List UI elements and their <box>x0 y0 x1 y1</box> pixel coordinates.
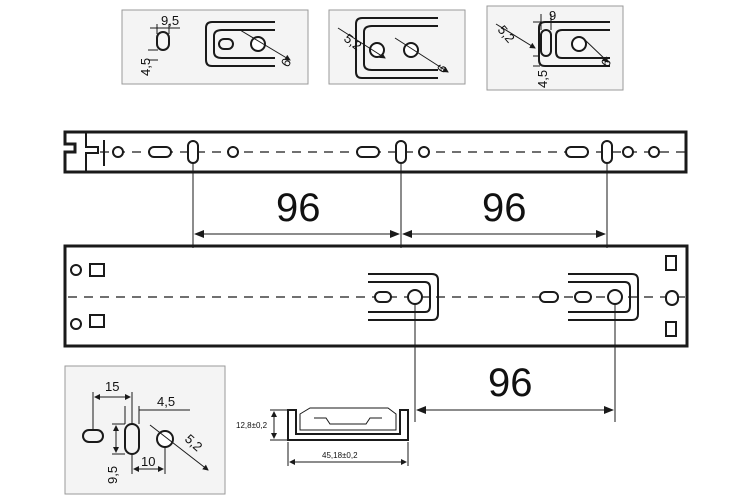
slot-icon <box>156 31 170 51</box>
profile-height-label: 12,8±0,2 <box>236 421 268 430</box>
d4-45-label: 4,5 <box>157 394 175 409</box>
spacing-top-right: 96 <box>482 186 527 230</box>
d1-height-label: 4,5 <box>138 58 153 76</box>
detail-box-4: 15 4,5 5,2 9,5 10 <box>64 365 226 495</box>
profile-width-label: 45,18±0,2 <box>322 451 358 460</box>
d3-width-label: 9 <box>549 8 556 23</box>
detail-box-1: 9,5 4,5 6 <box>121 9 309 85</box>
d4-15-label: 15 <box>105 379 119 394</box>
d4-95-label: 9,5 <box>105 466 120 484</box>
detail-box-2: 5,2 6 <box>328 9 466 85</box>
detail-box-3: 9 5,2 4,5 6 <box>486 5 624 91</box>
profile-section: 12,8±0,2 45,18±0,2 <box>236 407 409 466</box>
spacing-bottom: 96 <box>488 361 533 405</box>
d1-width-label: 9,5 <box>161 13 179 28</box>
top-rail <box>63 130 688 174</box>
spacing-top-left: 96 <box>276 186 321 230</box>
bottom-rail <box>63 244 689 348</box>
d3-height-label: 4,5 <box>535 70 550 88</box>
bracket-outline <box>205 21 275 67</box>
d4-10-label: 10 <box>141 454 155 469</box>
